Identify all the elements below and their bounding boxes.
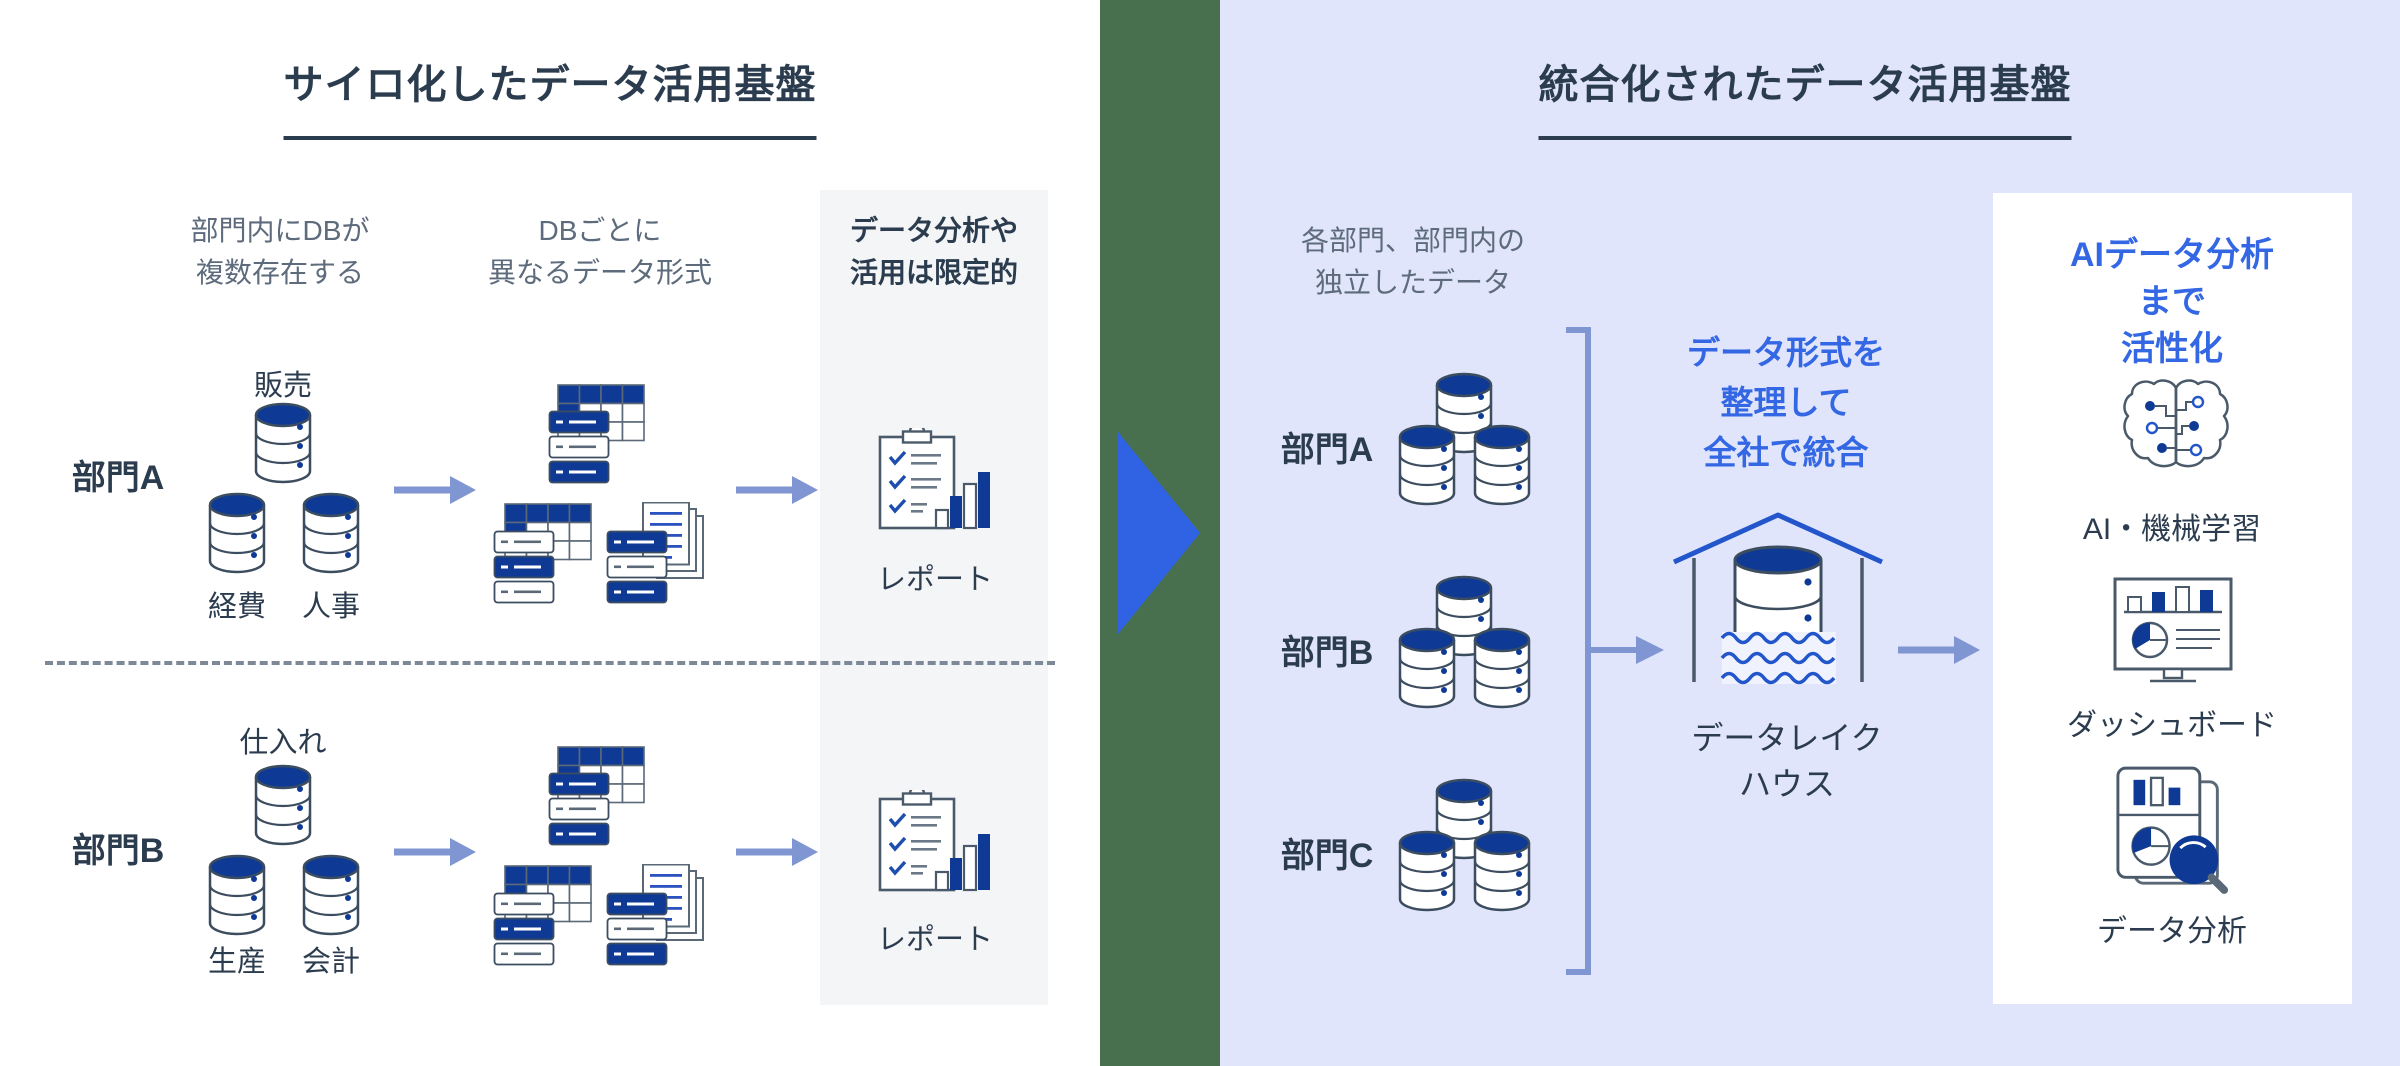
bracket-arrow-icon [1566,327,1664,975]
card-item-label: AI・機械学習 [2082,513,2262,546]
dept-b-label: 部門B [71,832,165,870]
db-label-hr: 人事 [301,591,361,623]
dept-c-label: 部門C [1280,837,1374,875]
data-analysis-magnifier-icon [2116,766,2229,894]
database-icon [206,492,268,576]
record-stack-icon [606,530,668,604]
database-icon [206,854,268,938]
record-stack-icon [493,530,555,604]
right-arrow-icon [392,474,478,506]
silo-section-title: サイロ化したデータ活用基盤 [283,52,817,140]
dept-a-label: 部門A [1280,431,1374,469]
dept-a-label: 部門A [71,459,165,497]
db-label-accounting: 会計 [301,946,361,978]
database-icon [252,764,314,848]
record-stack-icon [548,410,610,484]
process-note: データ形式を 整理して 全社で統合 [1687,334,1885,471]
database-cluster-icon [1396,575,1533,712]
database-icon [300,854,362,938]
report-label: レポート [876,564,994,596]
database-cluster-icon [1396,778,1533,915]
row-divider-dashed [45,661,1055,665]
col-header-limited-use: データ分析や 活用は限定的 [849,215,1019,288]
lakehouse-label: データレイク ハウス [1691,720,1883,802]
db-label-expenses: 経費 [207,591,267,623]
card-item-label: データ分析 [2097,915,2247,948]
data-lakehouse-icon [1672,512,1884,685]
card-item-label: ダッシュボード [2067,709,2277,742]
database-cluster-icon [1396,372,1533,509]
database-icon [300,492,362,576]
integrated-section-title: 統合化されたデータ活用基盤 [1538,52,2072,140]
col-header-different-formats: DBごとに 異なるデータ形式 [487,215,713,288]
dept-b-label: 部門B [1280,634,1374,672]
card-title: AIデータ分析まで 活性化 [2070,236,2274,368]
brain-circuit-icon [2123,379,2229,468]
db-label-purchasing: 仕入れ [239,727,327,759]
db-label-sales: 販売 [253,370,313,402]
right-arrow-icon [734,474,820,506]
database-icon [252,402,314,486]
independent-data-header: 各部門、部門内の 独立したデータ [1300,225,1526,298]
record-stack-icon [493,892,555,966]
right-arrow-icon [392,836,478,868]
record-stack-icon [548,772,610,846]
report-clipboard-icon [878,428,994,532]
db-label-production: 生産 [207,946,267,978]
big-right-arrow-icon [1118,432,1200,634]
right-arrow-icon [734,836,820,868]
report-clipboard-icon [878,790,994,894]
record-stack-icon [606,892,668,966]
right-arrow-icon [1896,634,1982,666]
dashboard-monitor-icon [2113,577,2233,683]
col-header-multiple-db: 部門内にDBが 複数存在する [190,215,370,288]
report-label: レポート [876,924,994,956]
